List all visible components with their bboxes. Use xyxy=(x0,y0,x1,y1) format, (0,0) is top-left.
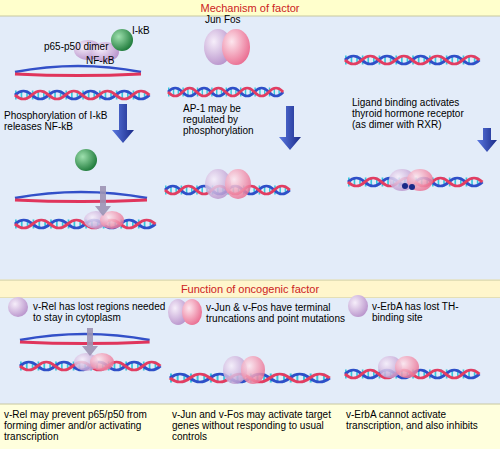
membrane xyxy=(15,192,147,202)
bound-protein xyxy=(407,169,433,191)
lower-panel xyxy=(0,298,500,404)
protein-subunit xyxy=(222,29,250,65)
translocation-arrow xyxy=(95,186,111,216)
step-note: Ligand binding activates thyroid hormone… xyxy=(352,97,480,130)
molecule-label: Jun Fos xyxy=(205,14,275,25)
protein-icon xyxy=(182,299,202,325)
bound-protein xyxy=(90,353,114,371)
dna-helix xyxy=(345,56,479,64)
membrane xyxy=(15,66,141,76)
step-note: AP-1 may be regulated by phosphorylation xyxy=(183,103,261,136)
header-band xyxy=(0,280,500,298)
section-header: Function of oncogenic factor xyxy=(0,283,500,295)
process-arrow xyxy=(477,128,497,152)
inhibitor-protein xyxy=(75,149,97,171)
bound-protein xyxy=(225,169,251,199)
ligand xyxy=(402,183,408,189)
dna-helix xyxy=(15,91,149,99)
molecule-label: NF-kB xyxy=(86,55,131,66)
protein-icon xyxy=(348,295,368,317)
membrane xyxy=(20,334,150,344)
step-note: Phosphorylation of I-kB releases NF-kB xyxy=(4,110,116,132)
dna-helix xyxy=(168,88,283,96)
caption-band xyxy=(0,404,500,449)
process-arrow xyxy=(112,104,134,143)
inhibitor-protein xyxy=(111,29,133,51)
mutation-note: v-Rel has lost regions needed to stay in… xyxy=(33,301,173,323)
header-band xyxy=(0,0,500,16)
bound-protein xyxy=(241,356,265,384)
caption-text: v-ErbA cannot activate transcription, an… xyxy=(346,409,496,431)
caption-text: v-Rel may prevent p65/p50 from forming d… xyxy=(4,409,166,442)
molecule-label: p65-p50 dimer xyxy=(44,41,124,52)
upper-panel xyxy=(0,16,500,279)
process-arrow xyxy=(279,106,301,150)
translocation-arrow xyxy=(82,328,98,356)
bound-protein xyxy=(395,356,419,378)
ligand xyxy=(409,184,415,190)
mutation-note: v-ErbA has lost TH-binding site xyxy=(372,301,462,323)
protein-icon xyxy=(8,297,28,317)
caption-text: v-Jun and v-Fos may activate target gene… xyxy=(172,409,342,442)
mutation-note: v-Jun & v-Fos have terminal truncations … xyxy=(206,302,348,324)
molecule-label: I-kB xyxy=(132,25,172,36)
title-text: Mechanism of factor xyxy=(0,2,500,14)
